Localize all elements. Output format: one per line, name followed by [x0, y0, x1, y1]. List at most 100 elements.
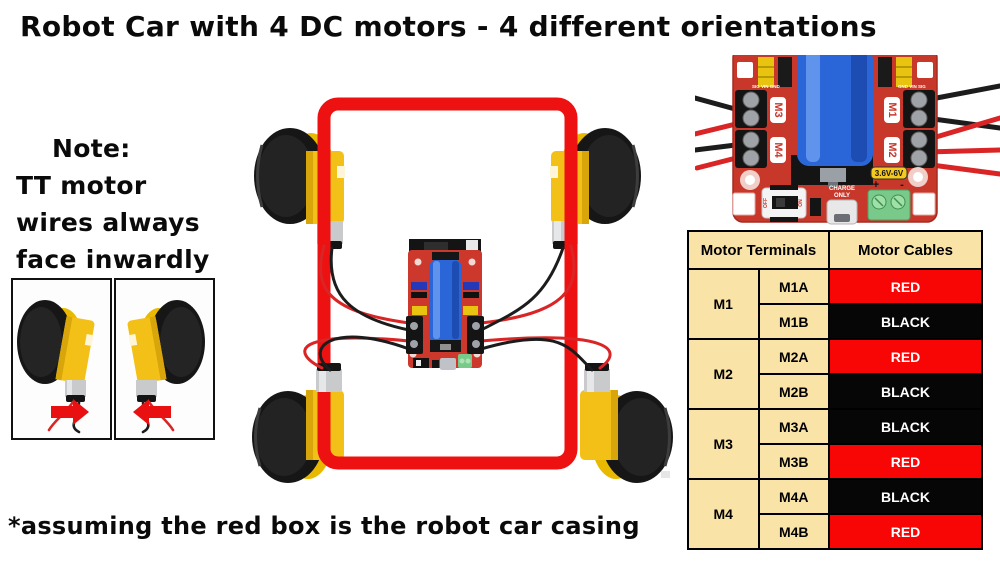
note-line: face inwardly: [16, 245, 210, 274]
tt-motor-wheel: [17, 300, 95, 434]
cable-cell: BLACK: [828, 303, 983, 340]
wire-red: [319, 244, 411, 325]
wheel-bottom-left: [252, 390, 344, 483]
note-heading: Note:: [52, 134, 131, 163]
scan-artifact: [661, 471, 670, 478]
wheel-top-right: [550, 128, 641, 249]
voltage-label: 3.6V-6V: [875, 169, 904, 178]
table-row: M1B BLACK: [688, 303, 983, 340]
power-terminal-green: [867, 189, 911, 221]
terminal-block-m1-m2: [903, 90, 935, 168]
motor-group-label: M3: [687, 408, 760, 480]
battery-18650: [791, 55, 873, 187]
switch-off-label: OFF: [763, 198, 769, 208]
table-row: M4B RED: [688, 513, 983, 550]
terminal-cell: M2B: [757, 373, 830, 410]
pin-labels-right: GND VIN SIG: [898, 84, 926, 89]
cable-cell: BLACK: [828, 478, 983, 515]
table-row: M3 M3A BLACK: [687, 408, 983, 480]
cable-cell: RED: [828, 513, 983, 550]
cable-cell: BLACK: [828, 408, 983, 445]
footnote: *assuming the red box is the robot car c…: [8, 512, 640, 540]
minus-mark: -: [900, 179, 904, 191]
dc-motor-highlight: [67, 380, 72, 397]
pad: [732, 192, 756, 216]
table-row: M1 M1A RED: [687, 268, 983, 340]
pad: [912, 192, 936, 216]
cable-cell: RED: [828, 443, 983, 480]
charge-only-label: CHARGE: [829, 186, 855, 192]
cable-cell: BLACK: [828, 373, 983, 410]
m4-label: M4: [772, 142, 784, 158]
table-row: M3B RED: [688, 443, 983, 480]
wire-black: [479, 246, 565, 332]
micro-usb-port: [826, 199, 858, 225]
switch-on-label: ON: [798, 199, 804, 207]
tire-tread: [160, 307, 202, 377]
plus-mark: +: [873, 179, 879, 191]
robot-car-diagram: [252, 97, 673, 483]
terminal-cell: M3B: [757, 443, 830, 480]
table-row: M2B BLACK: [688, 373, 983, 410]
terminal-block-m3-m4: [735, 90, 767, 168]
note-line: TT motor: [16, 171, 147, 200]
wheel-top-left: [254, 128, 345, 249]
cable-cell: RED: [828, 338, 983, 375]
gearbox: [55, 316, 95, 384]
voltage-badge: [870, 166, 908, 180]
power-switch: OFF ON: [761, 185, 807, 222]
motor-group-label: M1: [687, 268, 760, 340]
motor-group-label: M2: [687, 338, 760, 410]
terminal-cell: M3A: [757, 408, 830, 445]
wire-black: [479, 337, 594, 372]
table-row: M2 M2A RED: [687, 338, 983, 410]
motor-wires: [303, 244, 612, 372]
terminal-cell: M4B: [757, 513, 830, 550]
wheel-inset-left: [11, 278, 112, 440]
wire-red: [479, 244, 576, 325]
power-terminal: [458, 354, 472, 368]
motor-group-label: M4: [687, 478, 760, 550]
gearbox: [127, 316, 167, 384]
m3-label: M3: [772, 102, 784, 117]
note-line: wires always: [16, 208, 200, 237]
arrow-right-icon: [51, 399, 89, 425]
table-row: M4 M4A BLACK: [687, 478, 983, 550]
wheel-inset-right: [114, 278, 215, 440]
m2-label: M2: [886, 142, 898, 157]
terminal-block-left: [406, 316, 423, 354]
wheel-bottom-right: [580, 390, 673, 483]
motor-cap: [66, 395, 85, 402]
gearbox: [580, 390, 618, 460]
wire-black: [329, 246, 411, 332]
motor-driver-board-center: [406, 239, 484, 370]
wire-red: [479, 336, 612, 370]
note-block: Note: TT motor wires always face inwardl…: [16, 130, 210, 278]
terminal-cell: M1B: [757, 303, 830, 340]
pin-headers: [737, 57, 933, 87]
terminal-cell: M1A: [757, 268, 830, 305]
m1-label: M1: [886, 102, 898, 117]
arrow-left-icon: [133, 399, 171, 425]
page-title: Robot Car with 4 DC motors - 4 different…: [20, 10, 877, 43]
tire-tread: [20, 307, 62, 377]
pin-labels-left: SIG VIN GND: [752, 84, 781, 89]
micro-usb-port: [440, 358, 456, 370]
dc-motor: [136, 380, 157, 397]
charge-only-label2: ONLY: [834, 193, 850, 199]
header-motor-terminals: Motor Terminals: [687, 230, 830, 270]
cable-cell: RED: [828, 268, 983, 305]
motor-cap: [137, 395, 156, 402]
motor-driver-board-closeup: SIG VIN GND GND VIN SIG M3 M4 M1 M2: [695, 55, 1000, 225]
header-motor-cables: Motor Cables: [828, 230, 983, 270]
terminal-cell: M2A: [757, 338, 830, 375]
tt-motor-wheel-mirrored: [127, 300, 205, 434]
terminal-cell: M4A: [757, 478, 830, 515]
terminal-block-right: [467, 316, 484, 354]
jumper-header: [810, 198, 821, 216]
wheel-inset-right-drawing: [127, 300, 205, 434]
wire-black: [318, 335, 411, 372]
motor-port-labels: M3 M4 M1 M2: [770, 97, 900, 163]
wheel-inset-left-drawing: [17, 300, 95, 434]
